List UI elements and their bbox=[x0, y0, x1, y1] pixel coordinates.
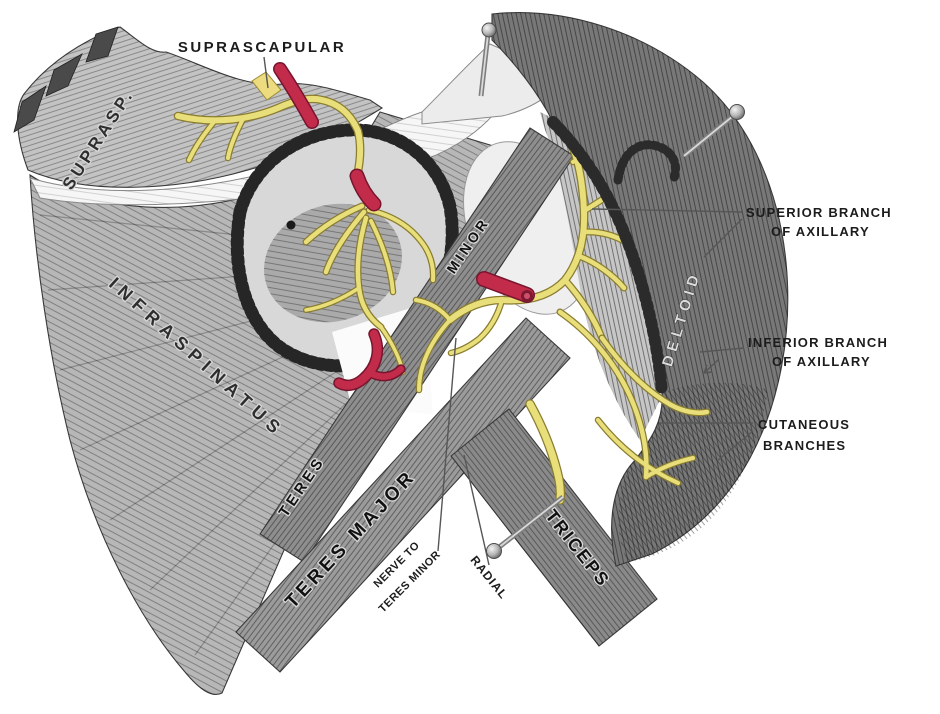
leader-cutaneous-2 bbox=[716, 430, 754, 462]
pin-top-right bbox=[682, 104, 745, 158]
fossa-artery-stub bbox=[351, 170, 380, 210]
leader-nerve-to-teres-minor bbox=[437, 337, 457, 552]
leader-inferior-arrow bbox=[703, 359, 719, 374]
leader-superior-branch-1 bbox=[591, 208, 743, 213]
teres-major-muscle bbox=[235, 317, 571, 673]
cutaneous-branch-upper bbox=[599, 335, 710, 415]
circumflex-scapular-artery bbox=[334, 329, 382, 390]
leader-lines bbox=[263, 56, 754, 566]
radial-nerve bbox=[526, 400, 564, 504]
deltoid-lower-flap-fibers bbox=[618, 382, 768, 562]
pin-triceps bbox=[486, 495, 565, 559]
deltoid-pinned-loop bbox=[613, 140, 680, 185]
nerve-to-teres-minor bbox=[417, 318, 452, 392]
triceps-muscle bbox=[450, 408, 658, 647]
cutaneous-branch-lower bbox=[596, 418, 680, 485]
arteries bbox=[274, 63, 534, 390]
label-suprascapular: SUPRASCAPULAR bbox=[178, 39, 346, 56]
label-cutaneous-1: CUTANEOUS bbox=[758, 417, 850, 432]
cut-muscle-shards bbox=[13, 26, 119, 133]
leader-inferior-branch bbox=[699, 347, 745, 353]
deltoid-cut-edge-stipple bbox=[547, 116, 668, 398]
suprascapular-artery bbox=[274, 63, 318, 128]
mounting-pins bbox=[478, 22, 745, 559]
label-inferior-branch-1: INFERIOR BRANCH bbox=[748, 335, 888, 350]
label-cutaneous-2: BRANCHES bbox=[763, 438, 846, 453]
leader-superior-branch-2 bbox=[703, 218, 743, 258]
label-inferior-branch-2: OF AXILLARY bbox=[772, 354, 871, 369]
leader-radial bbox=[463, 454, 490, 566]
label-radial: RADIAL bbox=[468, 553, 511, 602]
transverse-ligament bbox=[251, 71, 282, 101]
suprascapular-nerve bbox=[175, 95, 364, 179]
leader-suprascapular bbox=[263, 56, 269, 89]
cutaneous-branch-long bbox=[557, 309, 649, 480]
nutrient-foramen bbox=[286, 220, 296, 230]
pin-top-center bbox=[478, 22, 497, 97]
posterior-circumflex-artery bbox=[477, 272, 534, 302]
cutaneous-and-radial-nerves bbox=[526, 309, 710, 504]
label-superior-branch-2: OF AXILLARY bbox=[771, 224, 870, 239]
label-superior-branch-1: SUPERIOR BRANCH bbox=[746, 205, 892, 220]
deltoid-muscle bbox=[491, 12, 789, 567]
